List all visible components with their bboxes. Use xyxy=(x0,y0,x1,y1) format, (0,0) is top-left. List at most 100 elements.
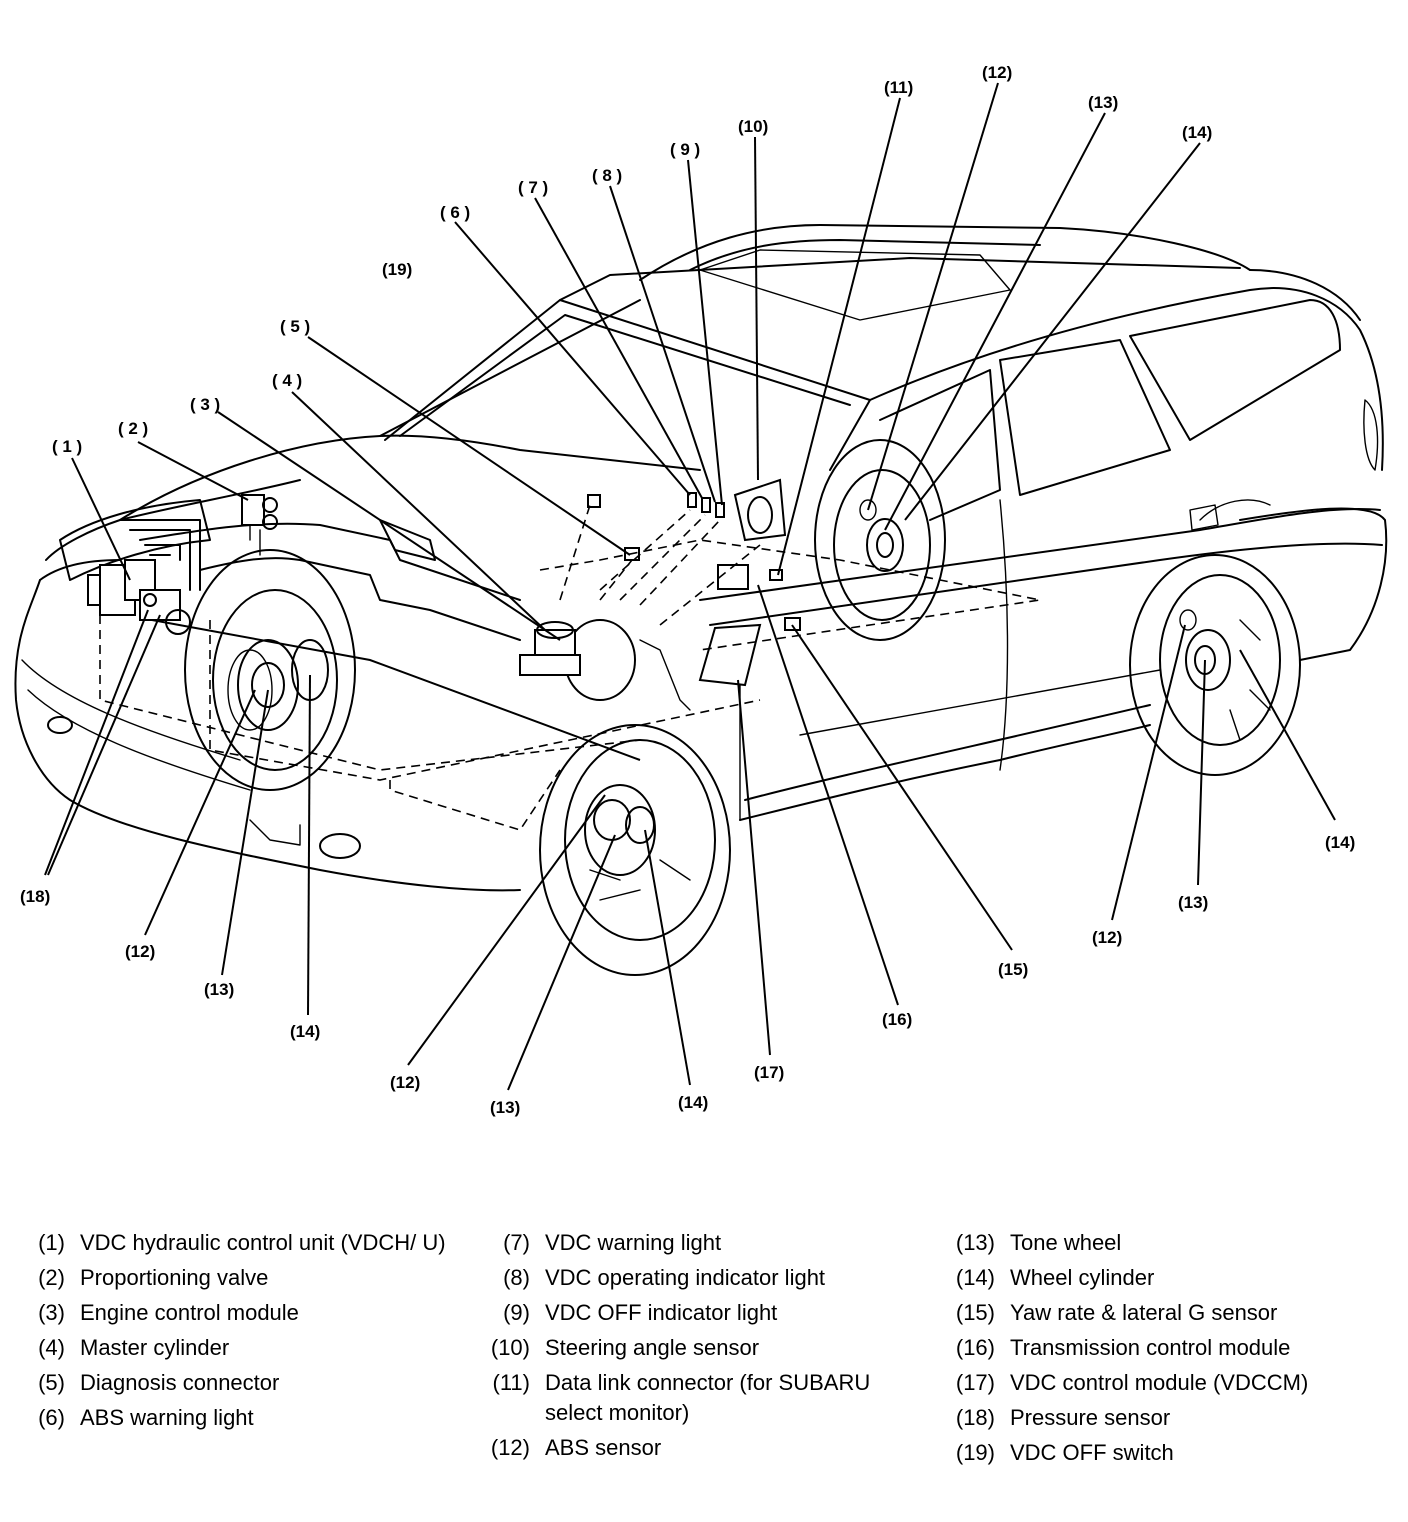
legend-column-1: (1)VDC hydraulic control unit (VDCH/ U) … xyxy=(15,1228,465,1438)
callout-18: (18) xyxy=(20,887,50,906)
legend-number: (18) xyxy=(955,1405,995,1430)
callout-9: ( 9 ) xyxy=(670,140,700,159)
legend-number: (10) xyxy=(490,1335,530,1360)
callout-8: ( 8 ) xyxy=(592,166,622,185)
wiring-harness xyxy=(99,504,1041,831)
legend-number: (11) xyxy=(492,1370,531,1395)
callout-12-fr: (12) xyxy=(390,1073,420,1092)
legend-label: ABS warning light xyxy=(80,1405,254,1430)
legend-number: (9) xyxy=(503,1300,530,1325)
legend-label: VDC warning light xyxy=(545,1230,722,1255)
callout-14-fl: (14) xyxy=(290,1022,320,1041)
callout-10: (10) xyxy=(738,117,768,136)
legend-label: VDC hydraulic control unit (VDCH/ U) xyxy=(80,1230,446,1255)
callout-12-top: (12) xyxy=(982,63,1012,82)
legend-label: Pressure sensor xyxy=(1010,1405,1171,1430)
callout-6: ( 6 ) xyxy=(440,203,470,222)
legend-item: (3) Engine control module xyxy=(15,1298,465,1328)
legend-item: (5) Diagnosis connector xyxy=(15,1368,465,1398)
legend-label: Yaw rate & lateral G sensor xyxy=(1010,1300,1278,1325)
legend-label: Wheel cylinder xyxy=(1010,1265,1155,1290)
callout-labels: ( 1 ) ( 2 ) ( 3 ) ( 4 ) ( 5 ) (19) ( 6 )… xyxy=(20,63,1355,1117)
callout-13-fl: (13) xyxy=(204,980,234,999)
legend-number: (16) xyxy=(955,1335,995,1360)
legend-label: Proportioning valve xyxy=(80,1265,269,1290)
legend-column-2: (7) VDC warning light (8) VDC operating in… xyxy=(480,1228,925,1468)
legend-item: (7) VDC warning light xyxy=(480,1228,925,1258)
legend-number: (17) xyxy=(955,1370,995,1395)
front-right-wheel xyxy=(539,724,731,976)
legend-item: (16) Transmission control module xyxy=(945,1333,1385,1363)
hydraulic-control-unit xyxy=(87,519,201,635)
legend-label: Diagnosis connector xyxy=(80,1370,280,1395)
legend-item: (18) Pressure sensor xyxy=(945,1403,1385,1433)
legend-label: VDC OFF switch xyxy=(1010,1440,1174,1465)
legend-item: (9) VDC OFF indicator light xyxy=(480,1298,925,1328)
legend-item: (11) Data link connector (for SUBARU sele… xyxy=(480,1368,925,1428)
legend-number: (6) xyxy=(38,1405,65,1430)
legend-number: (14) xyxy=(955,1265,995,1290)
cabin-components xyxy=(587,478,801,687)
legend-number: (3) xyxy=(38,1300,65,1325)
legend-number: (5) xyxy=(38,1370,65,1395)
legend-item: (4) Master cylinder xyxy=(15,1333,465,1363)
callout-4: ( 4 ) xyxy=(272,371,302,390)
legend-number: (4) xyxy=(38,1335,65,1360)
legend-label: Tone wheel xyxy=(1010,1230,1122,1255)
legend-label: Master cylinder xyxy=(80,1335,230,1360)
rear-right-wheel xyxy=(1129,554,1301,776)
legend-number: (2) xyxy=(38,1265,65,1290)
callout-13-top: (13) xyxy=(1088,93,1118,112)
vdc-component-diagram: ( 1 ) ( 2 ) ( 3 ) ( 4 ) ( 5 ) (19) ( 6 )… xyxy=(14,63,1388,1117)
legend-label: ABS sensor xyxy=(545,1435,662,1460)
legend-number: (8) xyxy=(503,1265,530,1290)
legend-item: (19) VDC OFF switch xyxy=(945,1438,1385,1468)
callout-14-fr: (14) xyxy=(678,1093,708,1112)
callout-17: (17) xyxy=(754,1063,784,1082)
legend-number: (7) xyxy=(503,1230,530,1255)
callout-15: (15) xyxy=(998,960,1028,979)
legend-item: (8) VDC operating indicator light xyxy=(480,1263,925,1293)
legend-label: Engine control module xyxy=(80,1300,299,1325)
legend-item: (15)Yaw rate & lateral G sensor xyxy=(945,1298,1385,1328)
component-legend: (1)VDC hydraulic control unit (VDCH/ U) … xyxy=(0,1228,1408,1488)
legend-item: (2) Proportioning valve xyxy=(15,1263,465,1293)
callout-14-top: (14) xyxy=(1182,123,1212,142)
rear-left-wheel xyxy=(814,439,946,641)
car-body xyxy=(14,224,1388,892)
legend-label: VDC control module (VDCCM) xyxy=(1010,1370,1309,1395)
callout-5: ( 5 ) xyxy=(280,317,310,336)
legend-item: (1) VDC hydraulic control unit (VDCH/ U) xyxy=(15,1228,465,1258)
leader-lines xyxy=(44,82,1336,1091)
legend-item: (17) VDC control module (VDCCM) xyxy=(945,1368,1385,1398)
front-left-wheel xyxy=(184,549,356,791)
legend-number: (1) xyxy=(38,1230,65,1255)
master-cylinder xyxy=(519,619,691,711)
callout-11: (11) xyxy=(884,78,913,97)
legend-column-3: (13) Tone wheel (14) Wheel cylinder (15)Ya… xyxy=(945,1228,1385,1473)
callout-1: ( 1 ) xyxy=(52,437,82,456)
callout-7: ( 7 ) xyxy=(518,178,548,197)
legend-item: (14) Wheel cylinder xyxy=(945,1263,1385,1293)
callout-13-fr: (13) xyxy=(490,1098,520,1117)
legend-label: Data link connector (for SUBARU select m… xyxy=(545,1370,871,1425)
legend-item: (10) Steering angle sensor xyxy=(480,1333,925,1363)
proportioning-valve xyxy=(241,494,278,556)
legend-number: (19) xyxy=(955,1440,995,1465)
callout-12-fl: (12) xyxy=(125,942,155,961)
callout-12-rr: (12) xyxy=(1092,928,1122,947)
callout-16: (16) xyxy=(882,1010,912,1029)
legend-item: (12) ABS sensor xyxy=(480,1433,925,1463)
legend-item: (13) Tone wheel xyxy=(945,1228,1385,1258)
callout-3: ( 3 ) xyxy=(190,395,220,414)
legend-item: (6) ABS warning light xyxy=(15,1403,465,1433)
legend-label: VDC OFF indicator light xyxy=(545,1300,778,1325)
callout-19: (19) xyxy=(382,260,412,279)
legend-label: VDC operating indicator light xyxy=(545,1265,826,1290)
legend-number: (13) xyxy=(955,1230,995,1255)
callout-2: ( 2 ) xyxy=(118,419,148,438)
callout-13-rr: (13) xyxy=(1178,893,1208,912)
legend-number: (12) xyxy=(490,1435,530,1460)
legend-label: Steering angle sensor xyxy=(545,1335,760,1360)
legend-label: Transmission control module xyxy=(1010,1335,1291,1360)
